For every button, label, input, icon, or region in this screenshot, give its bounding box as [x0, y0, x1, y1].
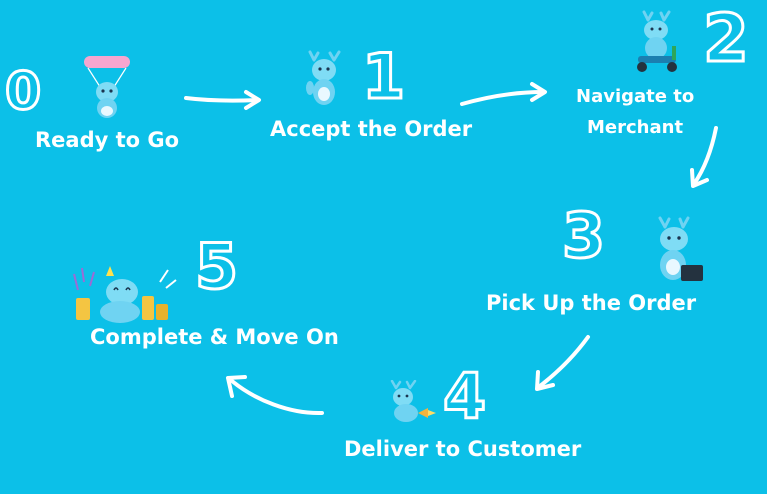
step-4-label: Deliver to Customer	[344, 437, 582, 461]
mascot-parachute-icon	[80, 54, 134, 124]
step-2-number: 2	[702, 0, 751, 77]
arrow-4-to-5	[230, 379, 324, 416]
arrow-4-to-5-head	[226, 375, 247, 398]
step-5-number: 5	[193, 230, 239, 303]
step-2-label-line1: Navigate to	[576, 86, 695, 107]
step-3-number: 3	[560, 199, 606, 272]
arrow-2-to-3-head	[690, 168, 709, 188]
arrow-0-to-1	[184, 96, 260, 103]
arrow-1-to-2	[460, 90, 545, 106]
step-1-number: 1	[360, 40, 406, 113]
step-4-number: 4	[441, 360, 487, 433]
mascot-wave-icon	[302, 50, 348, 112]
arrow-2-to-3	[692, 126, 718, 186]
step-5-label: Complete & Move On	[90, 325, 339, 349]
mascot-celebrate-icon	[70, 262, 180, 328]
step-2-label-line2: Merchant	[587, 117, 684, 138]
arrow-0-to-1-head	[244, 90, 261, 110]
arrow-3-to-4	[538, 335, 590, 388]
step-1-label: Accept the Order	[270, 117, 473, 141]
mascot-package-icon	[647, 215, 707, 291]
arrow-3-to-4-head	[535, 370, 555, 391]
arrow-1-to-2-head	[530, 82, 547, 102]
step-0-label: Ready to Go	[35, 128, 180, 152]
mascot-scooter-icon	[628, 10, 686, 78]
step-0-number: 0	[3, 62, 42, 122]
step-3-label: Pick Up the Order	[486, 291, 697, 315]
mascot-rocket-icon	[384, 379, 438, 430]
